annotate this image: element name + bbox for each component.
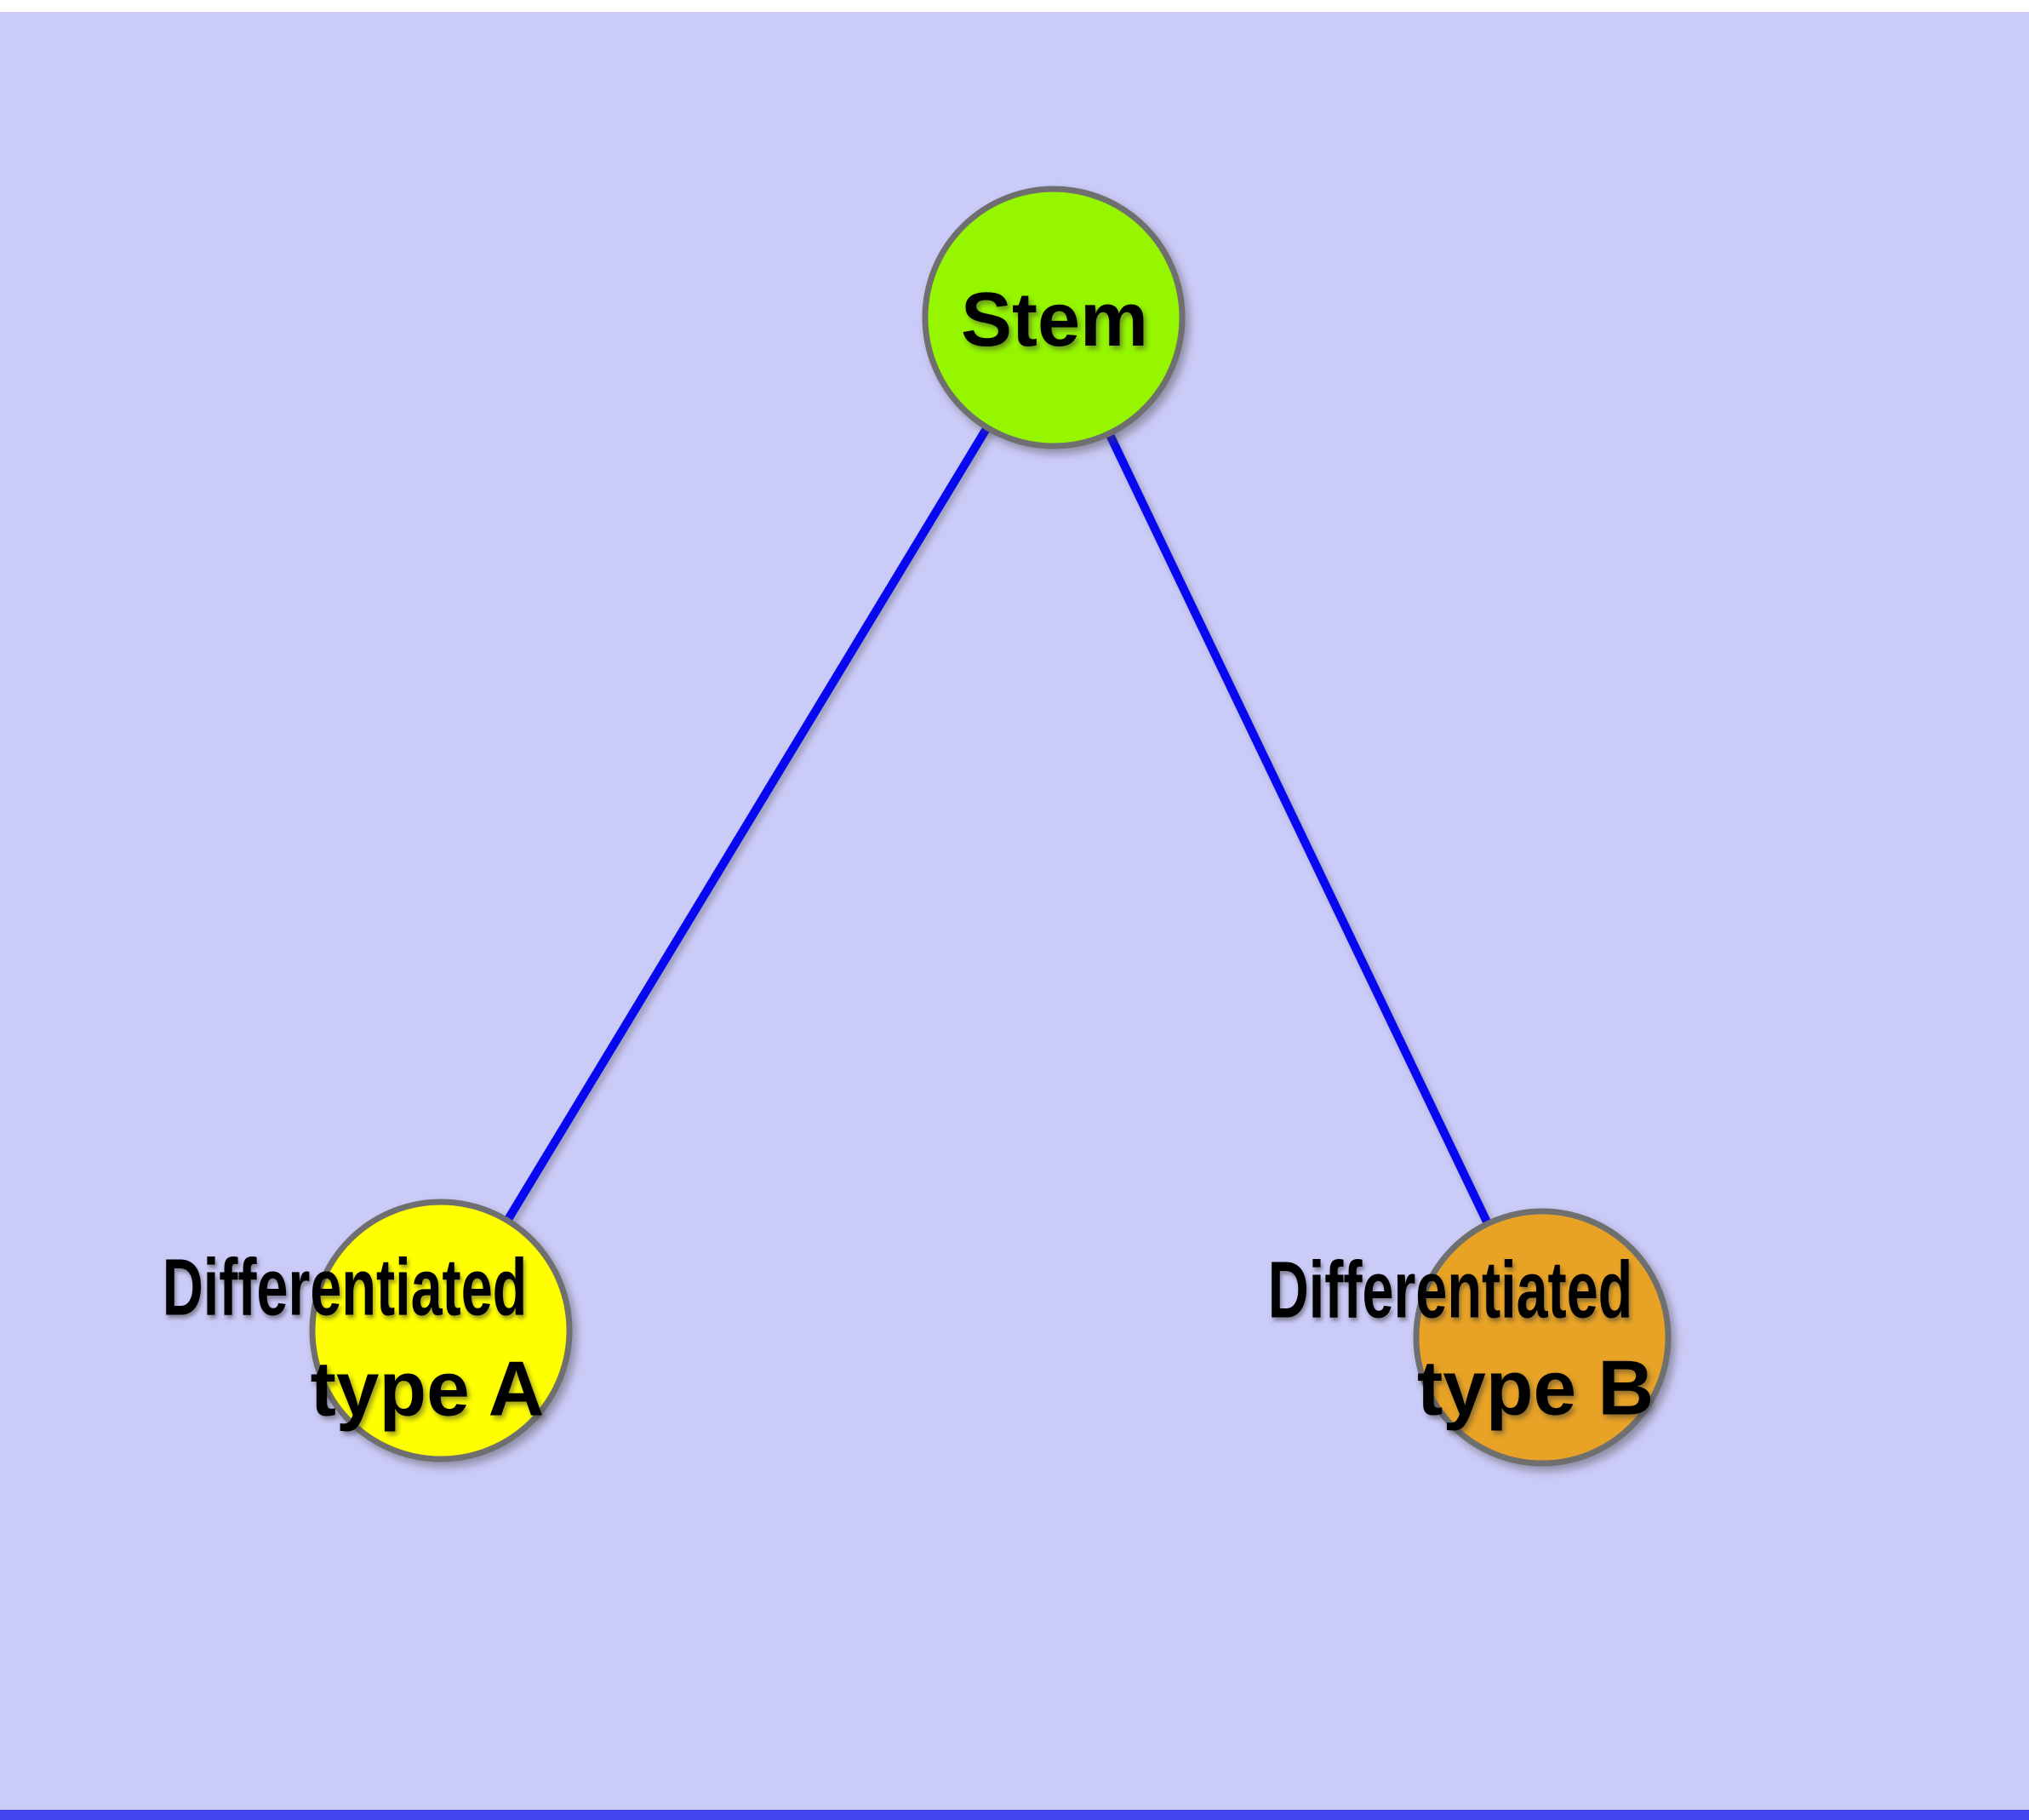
node-type-a-label-line2: type A [310, 1346, 545, 1433]
node-type-b-circle [1413, 1208, 1672, 1467]
node-type-a-label-line1: Differentiated [162, 1242, 528, 1333]
node-stem-label: Stem [960, 278, 1149, 363]
node-type-a-circle [309, 1199, 573, 1462]
edge-stem-to-type-a [437, 315, 1058, 1333]
node-type-b-label-line1: Differentiated [1267, 1245, 1633, 1336]
edge-stem-to-type-b [1049, 315, 1546, 1340]
node-stem-circle [922, 186, 1186, 449]
bottom-border-strip [0, 1810, 2029, 1820]
top-border-strip [0, 0, 2029, 12]
node-type-b-label-line2: type B [1416, 1345, 1655, 1432]
